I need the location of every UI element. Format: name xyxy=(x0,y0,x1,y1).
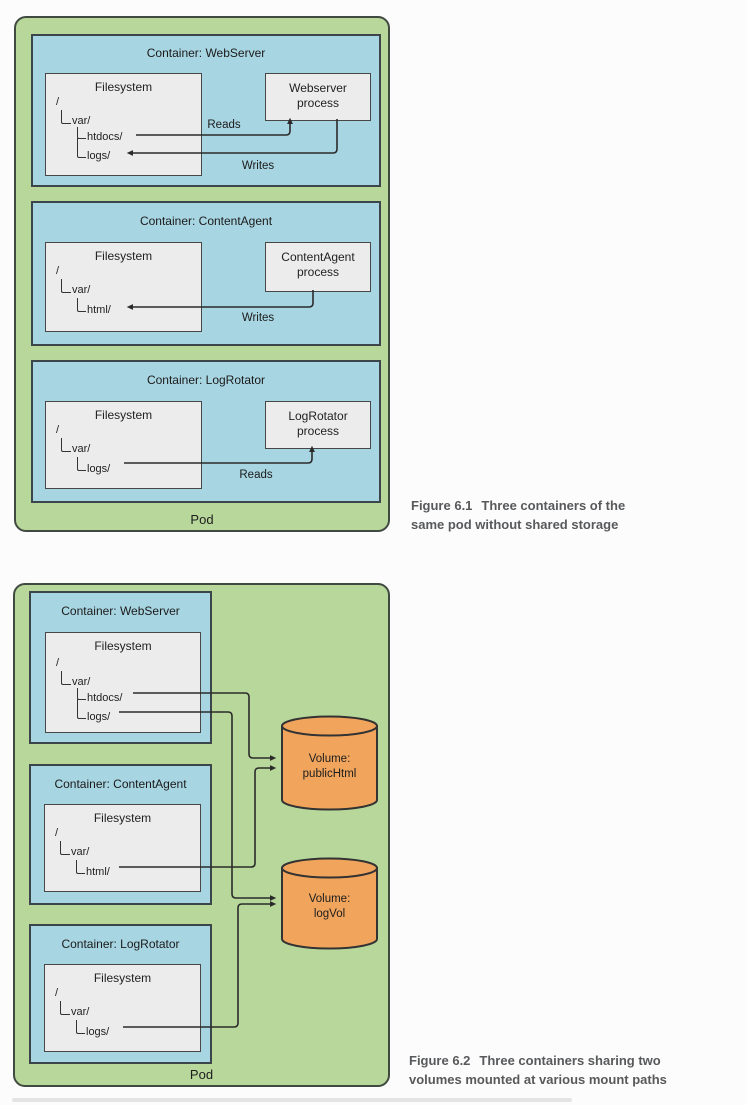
flow-label-reads-webserver: Reads xyxy=(207,119,241,131)
tree-connector-icon xyxy=(60,1001,70,1015)
tree-connector-icon xyxy=(61,279,71,293)
fs-dir-var: var/ xyxy=(72,115,91,127)
fs-child-logs: logs/ xyxy=(86,1026,110,1038)
tree-connector-icon xyxy=(77,138,86,158)
container-webserver-fig2: Container: WebServer Filesystem / var/ h… xyxy=(29,591,212,744)
process-box-webserver: Webserver process xyxy=(265,73,371,121)
fs-root: / xyxy=(56,96,60,108)
fs-root: / xyxy=(56,424,60,436)
filesystem-title: Filesystem xyxy=(94,249,153,263)
process-word: process xyxy=(296,96,340,110)
filesystem-title: Filesystem xyxy=(94,408,153,422)
pod-label: Pod xyxy=(189,1067,214,1082)
tree-connector-icon xyxy=(77,457,86,471)
tree-connector-icon xyxy=(61,671,71,685)
process-name: Webserver xyxy=(289,81,347,95)
tree-connector-icon xyxy=(61,110,71,124)
caption-text: Three containers of the same pod without… xyxy=(411,498,626,532)
fs-root: / xyxy=(56,657,60,669)
fs-dir-var: var/ xyxy=(72,443,91,455)
container-title: Container: LogRotator xyxy=(61,937,180,951)
container-contentagent-fig1: Container: ContentAgent Filesystem / var… xyxy=(31,201,381,346)
caption-label: Figure 6.1 xyxy=(411,498,473,513)
filesystem-title: Filesystem xyxy=(93,811,152,825)
fs-dir-var: var/ xyxy=(72,284,91,296)
filesystem-title: Filesystem xyxy=(93,971,152,985)
container-logrotator-fig1: Container: LogRotator Filesystem / var/ … xyxy=(31,360,381,503)
container-title: Container: ContentAgent xyxy=(54,777,187,791)
cylinder-icon xyxy=(281,857,378,950)
caption-text: Three containers sharing two volumes mou… xyxy=(409,1053,667,1087)
volume-logvol: Volume: logVol xyxy=(280,856,379,951)
container-title: Container: WebServer xyxy=(146,46,266,60)
volume-label: Volume: logVol xyxy=(280,892,379,922)
flow-label-writes-contentagent: Writes xyxy=(241,312,275,324)
pod-figure1: Container: WebServer Filesystem / var/ h… xyxy=(14,16,390,532)
tree-connector-icon xyxy=(76,1020,85,1034)
fs-child-html: html/ xyxy=(87,304,111,316)
filesystem-box: Filesystem / var/ htdocs/ logs/ xyxy=(45,632,201,733)
fs-child-htdocs: htdocs/ xyxy=(87,692,123,704)
fs-dir-var: var/ xyxy=(72,676,91,688)
fs-dir-var: var/ xyxy=(71,1006,90,1018)
container-contentagent-fig2: Container: ContentAgent Filesystem / var… xyxy=(29,764,212,905)
fs-dir-var: var/ xyxy=(71,846,90,858)
volume-publichtml: Volume: publicHtml xyxy=(280,714,379,812)
tree-connector-icon xyxy=(77,688,86,700)
fs-child-html: html/ xyxy=(86,866,110,878)
process-name: LogRotator xyxy=(288,409,348,423)
process-name: ContentAgent xyxy=(281,250,355,264)
volume-name: publicHtml xyxy=(302,768,357,780)
process-word: process xyxy=(296,424,340,438)
process-word: process xyxy=(296,265,340,279)
filesystem-title: Filesystem xyxy=(94,639,152,653)
flow-label-reads-logrotator: Reads xyxy=(239,469,273,481)
filesystem-box: Filesystem / var/ html/ xyxy=(44,804,201,892)
fs-child-htdocs: htdocs/ xyxy=(87,131,123,143)
fs-child-logs: logs/ xyxy=(87,463,111,475)
volume-word: Volume: xyxy=(308,753,351,765)
fs-root: / xyxy=(55,987,59,999)
process-box-contentagent: ContentAgent process xyxy=(265,242,371,292)
tree-connector-icon xyxy=(76,860,85,874)
fs-root: / xyxy=(56,265,60,277)
tree-connector-icon xyxy=(61,438,71,452)
filesystem-title: Filesystem xyxy=(94,80,153,94)
volume-label: Volume: publicHtml xyxy=(280,752,379,782)
cylinder-icon xyxy=(281,715,378,811)
filesystem-box: Filesystem / var/ html/ xyxy=(45,242,202,332)
tree-connector-icon xyxy=(77,298,86,312)
tree-connector-icon xyxy=(77,699,86,719)
pod-figure2: Container: WebServer Filesystem / var/ h… xyxy=(13,583,390,1087)
container-title: Container: ContentAgent xyxy=(139,214,273,228)
volume-name: logVol xyxy=(313,908,346,920)
fs-root: / xyxy=(55,827,59,839)
tree-connector-icon xyxy=(60,841,70,855)
process-box-logrotator: LogRotator process xyxy=(265,401,371,449)
caption-label: Figure 6.2 xyxy=(409,1053,471,1068)
fs-child-logs: logs/ xyxy=(87,711,111,723)
pod-label: Pod xyxy=(190,512,214,527)
filesystem-box: Filesystem / var/ htdocs/ logs/ xyxy=(45,73,202,176)
container-title: Container: LogRotator xyxy=(146,373,266,387)
fs-child-logs: logs/ xyxy=(87,150,111,162)
container-webserver-fig1: Container: WebServer Filesystem / var/ h… xyxy=(31,34,381,187)
flow-label-writes-webserver: Writes xyxy=(241,160,275,172)
filesystem-box: Filesystem / var/ logs/ xyxy=(44,964,201,1052)
filesystem-box: Filesystem / var/ logs/ xyxy=(45,401,202,489)
tree-connector-icon xyxy=(77,127,86,139)
volume-word: Volume: xyxy=(308,893,351,905)
page-edge-artifact xyxy=(12,1098,572,1102)
container-logrotator-fig2: Container: LogRotator Filesystem / var/ … xyxy=(29,924,212,1064)
container-title: Container: WebServer xyxy=(61,604,180,618)
